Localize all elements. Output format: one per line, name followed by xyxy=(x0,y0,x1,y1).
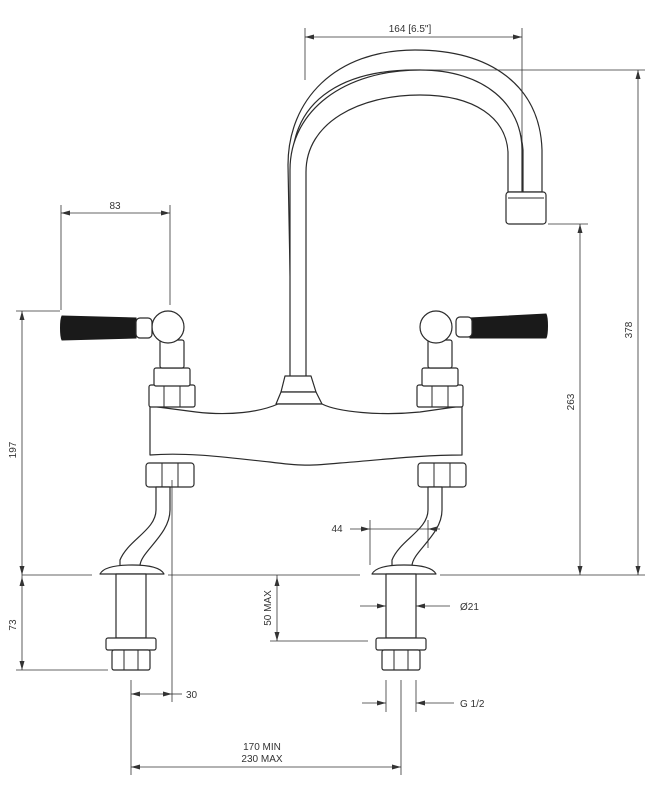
right-swan-leg xyxy=(391,486,443,567)
tap-outline xyxy=(60,49,548,671)
overall-height-label: 378 xyxy=(624,321,635,338)
deck-thickness-label: 50 MAX xyxy=(263,590,274,626)
left-backnut xyxy=(105,637,157,651)
right-handle-boss xyxy=(419,310,453,344)
left-flange xyxy=(99,564,165,575)
spout-collar xyxy=(280,375,317,393)
right-flange xyxy=(371,564,437,575)
outlet-height-label: 263 xyxy=(566,393,577,410)
centres-max-label: 230 MAX xyxy=(241,754,282,765)
left-tail-pipe xyxy=(115,573,147,639)
thread-size-label: G 1/2 xyxy=(460,699,485,710)
left-handle-boss xyxy=(151,310,185,344)
right-tail-pipe xyxy=(385,573,417,639)
right-backnut xyxy=(375,637,427,651)
dimension-lines: 164 [6.5"] 83 378 263 197 xyxy=(8,24,645,775)
right-valve-nut xyxy=(416,384,464,408)
spout-outlet-nozzle xyxy=(505,191,547,225)
left-valve-nut xyxy=(148,384,196,408)
bridge-body xyxy=(149,403,463,466)
spout-reach-label: 164 [6.5"] xyxy=(389,24,432,35)
left-swan-leg xyxy=(119,486,171,567)
gooseneck-spout xyxy=(287,49,543,379)
right-lever-handle xyxy=(469,313,548,339)
tail-diameter-label: Ø21 xyxy=(460,602,479,613)
left-height-label: 197 xyxy=(8,441,19,458)
tail-length-label: 73 xyxy=(8,619,19,631)
handle-width-label: 83 xyxy=(109,201,121,212)
left-union-nut xyxy=(145,462,195,488)
centres-min-label: 170 MIN xyxy=(243,742,281,753)
left-lever-handle xyxy=(60,315,137,341)
inlet-spacing-label: 44 xyxy=(331,524,343,535)
tail-offset-label: 30 xyxy=(186,690,198,701)
right-union-nut xyxy=(417,462,467,488)
